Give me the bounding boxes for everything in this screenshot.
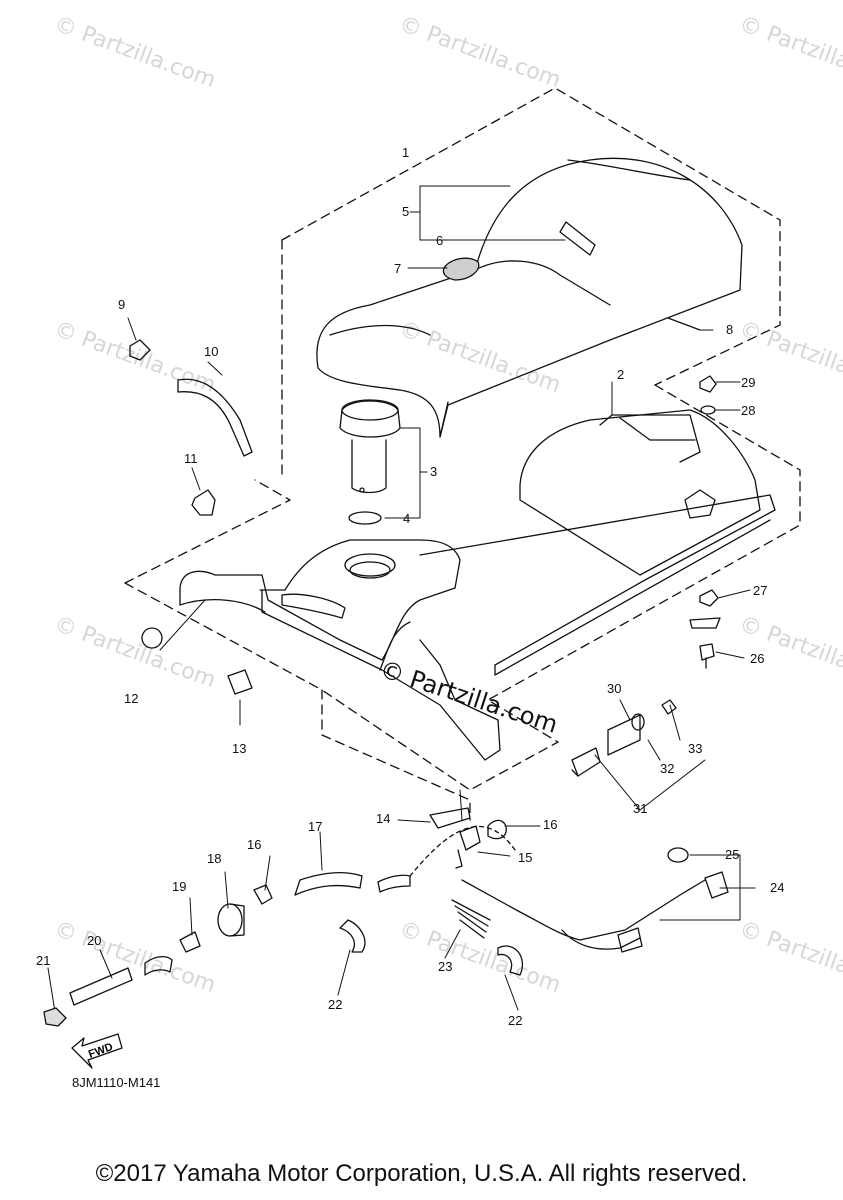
callout-22: 22 xyxy=(328,997,343,1012)
callout-7: 7 xyxy=(394,261,402,276)
callout-12: 12 xyxy=(124,691,139,706)
callout-32: 32 xyxy=(660,761,675,776)
callout-5: 5 xyxy=(402,204,410,219)
copyright-notice: ©2017 Yamaha Motor Corporation, U.S.A. A… xyxy=(95,1160,748,1187)
callout-25: 25 xyxy=(725,847,740,862)
callout-16: 16 xyxy=(543,817,558,832)
clip xyxy=(129,339,151,361)
cable-assembly xyxy=(339,847,729,976)
callout-22: 22 xyxy=(508,1013,523,1028)
leader-lines xyxy=(47,185,756,1013)
rubber-cap xyxy=(141,627,163,649)
callout-3: 3 xyxy=(430,464,438,479)
callout-19: 19 xyxy=(172,879,187,894)
callout-1: 1 xyxy=(402,145,410,160)
seat-cover xyxy=(316,157,743,438)
callout-33: 33 xyxy=(688,741,703,756)
parts-diagram: FWD xyxy=(43,87,801,1069)
fuel-line xyxy=(294,807,516,896)
callout-10: 10 xyxy=(204,344,219,359)
sensor-bracket xyxy=(571,714,641,777)
callout-13: 13 xyxy=(232,741,247,756)
callout-26: 26 xyxy=(750,651,765,666)
grommet xyxy=(191,489,216,516)
fasteners xyxy=(631,375,721,731)
callout-11: 11 xyxy=(184,451,198,466)
callout-24: 24 xyxy=(770,880,785,895)
seat-patch xyxy=(442,257,480,281)
diagram-code: 8JM1110-M141 xyxy=(72,1075,161,1090)
callout-4: 4 xyxy=(403,511,411,526)
callout-28: 28 xyxy=(741,403,756,418)
callout-29: 29 xyxy=(741,375,756,390)
fuel-cap xyxy=(339,399,401,494)
callout-14: 14 xyxy=(376,811,391,826)
fwd-arrow xyxy=(71,1033,123,1069)
label-plate xyxy=(227,669,253,695)
callout-16: 16 xyxy=(247,837,262,852)
callout-20: 20 xyxy=(87,933,102,948)
callout-8: 8 xyxy=(726,322,734,337)
callout-6: 6 xyxy=(436,233,444,248)
callout-2: 2 xyxy=(617,367,625,382)
callout-15: 15 xyxy=(518,850,533,865)
callout-9: 9 xyxy=(118,297,126,312)
callout-31: 31 xyxy=(633,801,648,816)
storage-tray xyxy=(419,409,776,676)
o-ring xyxy=(348,511,382,525)
callout-27: 27 xyxy=(753,583,768,598)
callout-21: 21 xyxy=(36,953,51,968)
callout-18: 18 xyxy=(207,851,222,866)
callout-23: 23 xyxy=(438,959,453,974)
fuel-filter xyxy=(43,884,273,1027)
callout-30: 30 xyxy=(607,681,622,696)
fuel-tank xyxy=(179,539,501,761)
callout-17: 17 xyxy=(308,819,323,834)
strap xyxy=(177,378,253,457)
seat-assembly-boundary xyxy=(124,87,801,821)
